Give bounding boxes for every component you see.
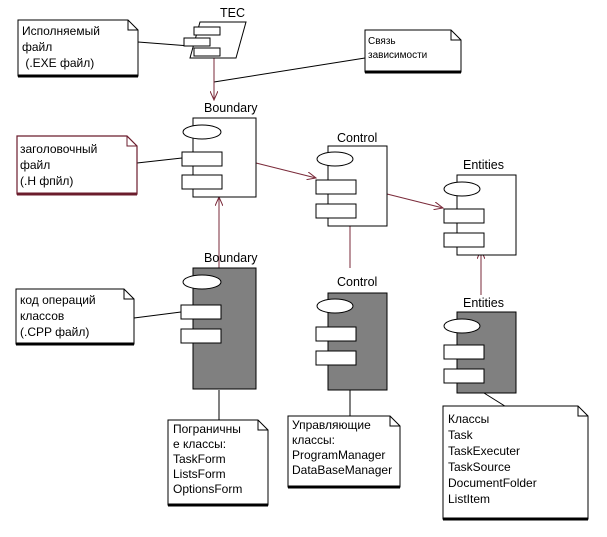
dependency-note-text: Связь зависимости: [368, 36, 427, 61]
note-connectors: [133, 41, 509, 420]
boundary-classes-note-text: Пограничны е классы: TaskForm ListsForm …: [173, 422, 244, 496]
exe-note-text: Исполняемый файл (.EXE файл): [22, 24, 103, 70]
header-note-fold: [126, 136, 137, 147]
boundary-classes-line-3: TaskForm: [173, 452, 226, 466]
exe-note-line-3: (.EXE файл): [22, 56, 94, 70]
boundary-classes-line-1: Пограничны: [173, 422, 241, 436]
entities-impl-label: Entities: [463, 296, 504, 310]
entity-classes-line-6: ListItem: [448, 492, 490, 506]
dependency-note-line-2: зависимости: [368, 50, 427, 61]
entities-impl-ellipse: [443, 318, 481, 334]
tec-port-top: [193, 26, 221, 36]
cpp-note-shape: [15, 288, 135, 345]
connector-exe-note: [137, 41, 191, 47]
boundary-impl-port-1: [180, 304, 222, 320]
exe-note-line-1: Исполняемый: [22, 24, 100, 38]
tec-port-middle: [183, 37, 211, 47]
boundary-impl-component: Boundary: [180, 251, 258, 390]
boundary-header-ellipse: [182, 124, 222, 140]
connector-dependency-note: [213, 57, 366, 83]
entities-header-label: Entities: [463, 158, 504, 172]
header-note-shape: [16, 135, 138, 195]
cpp-note-fold: [123, 289, 134, 300]
control-classes-note-fold: [389, 416, 400, 427]
control-header-port-2: [315, 203, 357, 219]
boundary-impl-label: Boundary: [204, 251, 258, 265]
header-note-text: заголовочный файл (.Н фпйл): [20, 142, 101, 188]
exe-note: Исполняемый файл (.EXE файл): [17, 19, 139, 78]
cpp-file-note: код операций классов (.CPP файл): [15, 288, 135, 346]
boundary-header-component: Boundary: [181, 101, 258, 198]
control-header-ellipse: [316, 151, 354, 167]
control-impl-component: Control: [315, 275, 388, 391]
control-classes-line-2: классы:: [292, 433, 335, 447]
entity-classes-line-1: Классы: [448, 412, 489, 426]
boundary-header-port-1: [181, 151, 223, 167]
exe-note-line-2: файл: [22, 40, 52, 54]
entity-classes-note-shape: [442, 405, 589, 520]
entity-classes-line-4: TaskSource: [448, 460, 511, 474]
boundary-classes-note-shape: [167, 419, 269, 506]
control-classes-line-4: DataBaseManager: [292, 463, 392, 477]
entities-impl-port-2: [443, 368, 485, 384]
tec-label: TEC: [220, 6, 245, 20]
boundary-impl-port-2: [180, 328, 222, 344]
tec-port-bottom: [193, 47, 221, 57]
entities-impl-component: Entities: [443, 296, 517, 394]
header-note-line-2: файл: [20, 158, 50, 172]
control-impl-label: Control: [337, 275, 377, 289]
control-header-label: Control: [337, 131, 377, 145]
boundary-classes-note: Пограничны е классы: TaskForm ListsForm …: [167, 419, 269, 507]
dependency-note-fold: [450, 30, 461, 41]
control-classes-note-shape: [287, 415, 401, 488]
header-file-note: заголовочный файл (.Н фпйл): [16, 135, 138, 196]
header-note-line-3: (.Н фпйл): [20, 174, 73, 188]
control-header-port-1: [315, 179, 357, 195]
boundary-classes-line-2: е классы:: [173, 437, 226, 451]
boundary-header-port-2: [181, 174, 223, 190]
boundary-classes-line-5: OptionsForm: [173, 482, 242, 496]
arrow-control-to-entities: [386, 193, 443, 208]
control-impl-port-2: [315, 350, 357, 366]
entities-header-ellipse: [443, 181, 481, 197]
cpp-note-line-2: классов: [20, 309, 64, 323]
dependency-note-line-1: Связь: [368, 36, 396, 47]
control-impl-ellipse: [316, 298, 354, 314]
header-note-line-1: заголовочный: [20, 142, 97, 156]
entity-classes-note: Классы Task TaskExecuter TaskSource Docu…: [442, 405, 589, 521]
control-classes-note-text: Управляющие классы: ProgramManager DataB…: [292, 418, 392, 477]
entity-classes-line-2: Task: [448, 428, 474, 442]
tec-component: TEC: [183, 6, 247, 59]
exe-note-fold: [127, 20, 138, 31]
boundary-classes-line-4: ListsForm: [173, 467, 226, 481]
entity-classes-note-fold: [577, 406, 588, 417]
dependency-note-shape: [364, 29, 462, 73]
cpp-note-line-1: код операций: [20, 293, 96, 307]
arrow-boundary-to-control: [255, 162, 316, 178]
connector-cpp-note: [133, 311, 182, 319]
boundary-header-label: Boundary: [204, 101, 258, 115]
control-classes-line-1: Управляющие: [292, 418, 371, 432]
control-classes-note: Управляющие классы: ProgramManager DataB…: [287, 415, 401, 489]
exe-note-shape: [17, 19, 139, 77]
entity-classes-line-5: DocumentFolder: [448, 476, 537, 490]
entities-header-component: Entities: [443, 158, 517, 256]
control-classes-line-3: ProgramManager: [292, 448, 385, 462]
cpp-note-text: код операций классов (.CPP файл): [20, 293, 99, 339]
boundary-impl-ellipse: [182, 274, 222, 290]
entities-header-port-2: [443, 232, 485, 248]
connector-header-note: [136, 157, 183, 164]
entities-header-port-1: [443, 208, 485, 224]
control-header-component: Control: [315, 131, 388, 227]
boundary-classes-note-fold: [257, 420, 268, 431]
entity-classes-line-3: TaskExecuter: [448, 444, 520, 458]
control-impl-port-1: [315, 326, 357, 342]
dependency-note: Связь зависимости: [364, 29, 462, 74]
cpp-note-line-3: (.CPP файл): [20, 325, 89, 339]
entities-impl-port-1: [443, 344, 485, 360]
entity-classes-note-text: Классы Task TaskExecuter TaskSource Docu…: [448, 412, 540, 506]
